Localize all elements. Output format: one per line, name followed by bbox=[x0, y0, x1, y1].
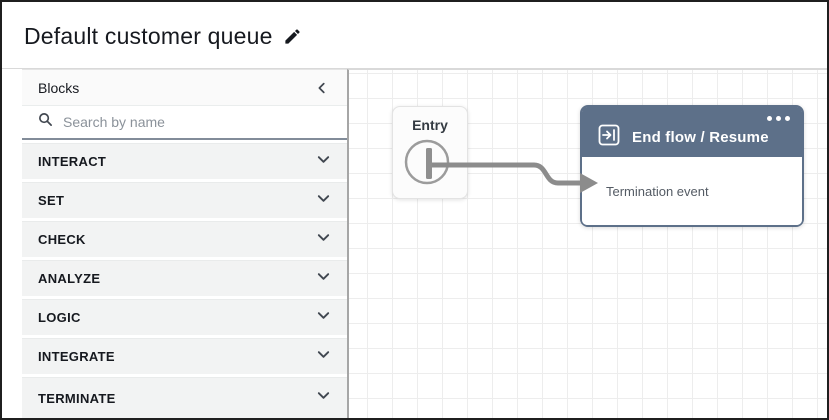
pencil-icon[interactable] bbox=[283, 27, 302, 46]
category-interact[interactable]: INTERACT bbox=[22, 143, 347, 179]
flow-canvas[interactable] bbox=[347, 69, 827, 418]
category-label: CHECK bbox=[38, 232, 86, 247]
termination-event-port[interactable]: Termination event bbox=[606, 183, 709, 199]
category-label: SET bbox=[38, 193, 65, 208]
search-bar bbox=[22, 106, 347, 140]
category-check[interactable]: CHECK bbox=[22, 221, 347, 257]
end-block-header: End flow / Resume bbox=[582, 107, 802, 157]
category-integrate[interactable]: INTEGRATE bbox=[22, 338, 347, 374]
entry-block[interactable]: Entry bbox=[392, 106, 468, 199]
blocks-sidebar: Blocks INTERACT bbox=[22, 69, 347, 418]
entry-block-label: Entry bbox=[412, 117, 448, 133]
chevron-down-icon bbox=[316, 152, 331, 172]
titlebar: Default customer queue bbox=[24, 16, 302, 56]
blocks-panel-title: Blocks bbox=[38, 79, 80, 96]
end-flow-icon bbox=[598, 124, 620, 151]
chevron-down-icon bbox=[316, 269, 331, 289]
search-icon bbox=[38, 112, 53, 132]
category-set[interactable]: SET bbox=[22, 182, 347, 218]
page-title: Default customer queue bbox=[24, 22, 273, 49]
end-block-title: End flow / Resume bbox=[632, 128, 769, 146]
end-block-body: Termination event bbox=[582, 157, 802, 225]
blocks-panel-header: Blocks bbox=[22, 70, 347, 106]
chevron-down-icon bbox=[316, 308, 331, 328]
search-input[interactable] bbox=[63, 114, 331, 130]
category-label: ANALYZE bbox=[38, 271, 101, 286]
category-terminate[interactable]: TERMINATE bbox=[22, 377, 347, 418]
category-analyze[interactable]: ANALYZE bbox=[22, 260, 347, 296]
category-label: LOGIC bbox=[38, 310, 81, 325]
chevron-down-icon bbox=[316, 230, 331, 250]
end-flow-resume-block[interactable]: End flow / Resume Termination event bbox=[580, 105, 804, 227]
category-label: TERMINATE bbox=[38, 390, 116, 406]
category-logic[interactable]: LOGIC bbox=[22, 299, 347, 335]
ellipsis-menu-icon[interactable] bbox=[765, 114, 792, 123]
category-label: INTEGRATE bbox=[38, 349, 115, 364]
block-categories: INTERACT SET CHECK ANALYZE bbox=[22, 140, 347, 418]
chevron-down-icon bbox=[316, 191, 331, 211]
chevron-down-icon bbox=[316, 347, 331, 367]
chevron-left-icon[interactable] bbox=[313, 79, 331, 97]
category-label: INTERACT bbox=[38, 154, 107, 169]
chevron-down-icon bbox=[316, 388, 331, 408]
header-divider bbox=[2, 68, 827, 69]
